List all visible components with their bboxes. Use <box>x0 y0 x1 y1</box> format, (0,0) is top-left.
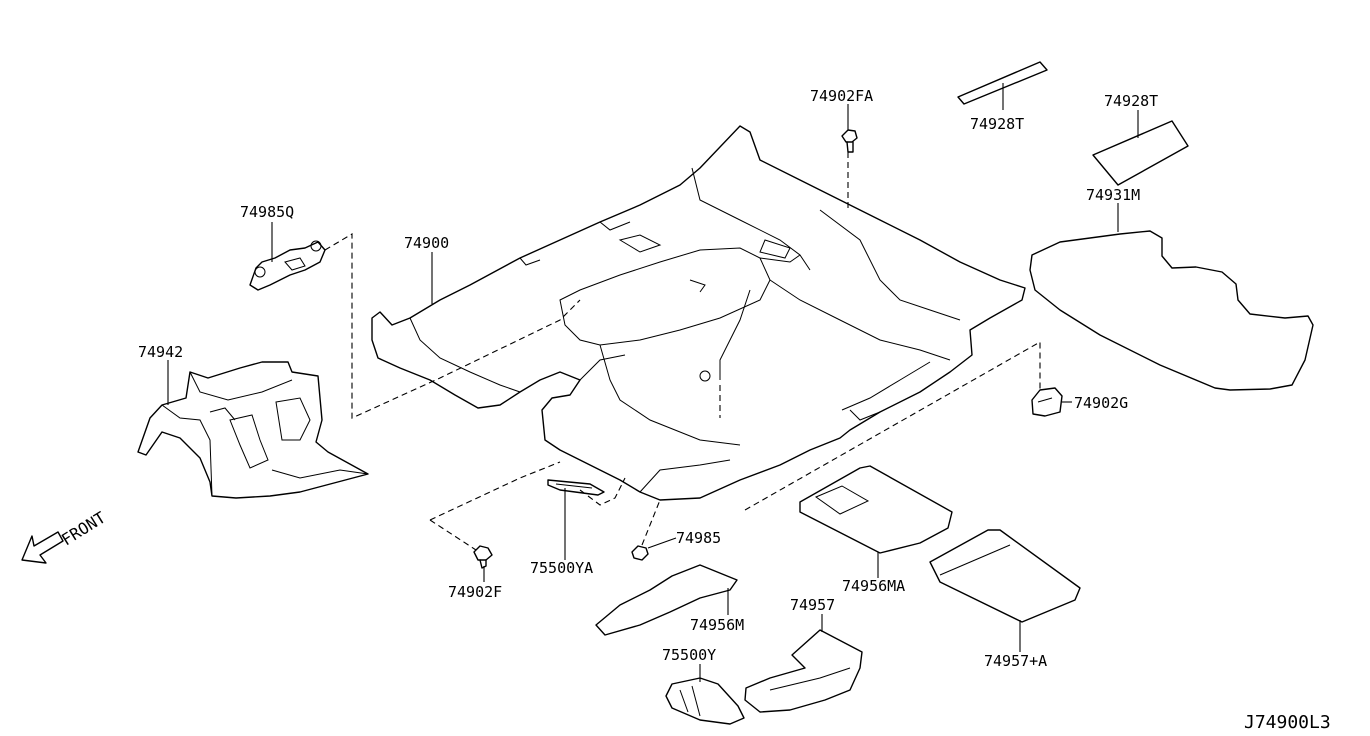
mat-74956ma-part[interactable] <box>799 465 953 554</box>
pad-74956m-part[interactable] <box>595 564 738 636</box>
clip-74985q-part[interactable] <box>249 240 326 291</box>
pad-74928t-front-part[interactable] <box>957 61 1048 105</box>
label-74928t-front: 74928T <box>970 115 1024 133</box>
label-74902f: 74902F <box>448 583 502 601</box>
clip-74902f-part[interactable] <box>473 545 493 569</box>
dash-insulator-part[interactable] <box>137 361 369 499</box>
diagram-code: J74900L3 <box>1244 712 1331 733</box>
clip-74985-part[interactable] <box>631 545 649 561</box>
label-74985: 74985 <box>676 529 721 547</box>
clip-74902fa-part[interactable] <box>841 129 858 153</box>
label-74957a: 74957+A <box>984 652 1047 670</box>
rear-mat-part[interactable] <box>1029 230 1314 391</box>
pad-74957-part[interactable] <box>744 629 863 713</box>
label-74928t-rear: 74928T <box>1104 92 1158 110</box>
label-74985q: 74985Q <box>240 203 294 221</box>
trim-75500ya-part[interactable] <box>547 479 605 496</box>
floor-carpet-part[interactable] <box>371 125 1026 501</box>
label-74956ma: 74956MA <box>842 577 905 595</box>
label-74957: 74957 <box>790 596 835 614</box>
label-75500ya: 75500YA <box>530 559 593 577</box>
label-74956m: 74956M <box>690 616 744 634</box>
clip-74902g-part[interactable] <box>1031 387 1063 417</box>
label-74942: 74942 <box>138 343 183 361</box>
pad-74928t-rear-part[interactable] <box>1092 120 1189 186</box>
reference-dashed-lines <box>324 152 1041 551</box>
front-direction-arrow: FRONT <box>21 508 109 564</box>
label-74902fa: 74902FA <box>810 87 873 105</box>
mat-74957a-part[interactable] <box>929 529 1081 623</box>
label-74931m: 74931M <box>1086 186 1140 204</box>
part-labels: 74902FA 74928T 74928T 74931M 74985Q 7490… <box>138 87 1158 670</box>
label-74902g: 74902G <box>1074 394 1128 412</box>
label-75500y: 75500Y <box>662 646 716 664</box>
leader-lines <box>167 83 1139 682</box>
front-label: FRONT <box>58 508 109 550</box>
label-74900: 74900 <box>404 234 449 252</box>
trim-75500y-part[interactable] <box>665 677 745 725</box>
